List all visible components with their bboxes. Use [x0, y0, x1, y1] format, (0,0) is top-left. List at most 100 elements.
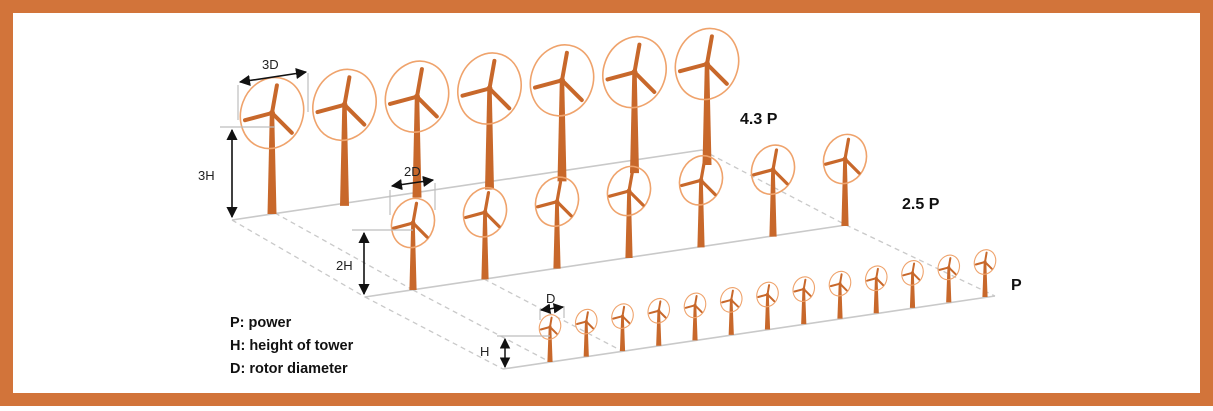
turbine-tower: [412, 96, 422, 198]
turbine-blade: [680, 178, 703, 188]
turbine-blade: [411, 201, 419, 225]
rotor-swept-area: [390, 197, 436, 249]
turbine-blade: [699, 178, 717, 197]
wind-turbine: [534, 176, 580, 269]
wind-turbine: [822, 133, 868, 226]
turbine-hub: [631, 69, 638, 76]
rotor-swept-area: [674, 27, 740, 101]
turbine-tower: [553, 201, 561, 269]
wind-turbine: [602, 35, 667, 174]
turbine-tower: [619, 316, 626, 352]
rotor-swept-area: [384, 60, 450, 133]
turbine-tower: [909, 272, 916, 308]
wind-turbine: [384, 60, 450, 198]
turbine-hub: [947, 265, 951, 270]
turbine-blade: [392, 221, 415, 230]
turbine-blade: [555, 200, 573, 218]
turbine-blade: [464, 210, 487, 220]
rotor-swept-area: [822, 133, 868, 185]
turbine-blade: [771, 148, 779, 172]
turbine-tower: [801, 289, 807, 325]
legend-item-rotor: D: rotor diameter: [230, 361, 348, 377]
spacing-label-2d: 2D: [404, 164, 421, 179]
turbine-hub: [559, 77, 565, 84]
legend-item-power: P: power: [230, 315, 292, 331]
turbine-blade: [605, 70, 637, 82]
rotor-swept-area: [750, 144, 796, 196]
turbine-hub: [874, 276, 878, 280]
turbine-tower: [764, 294, 771, 330]
rotor-swept-area: [312, 68, 377, 142]
turbine-hub: [704, 61, 710, 67]
turbine-tower: [625, 191, 633, 258]
wind-turbine: [937, 254, 961, 303]
turbine-hub: [693, 303, 697, 307]
rotor-swept-area: [457, 52, 522, 125]
turbine-hub: [729, 298, 733, 302]
turbine-blade: [678, 62, 709, 74]
turbine-tower: [873, 278, 879, 314]
turbine-hub: [482, 209, 488, 215]
turbine-tower: [547, 327, 553, 362]
spacing-arrow-3d: [238, 67, 308, 87]
turbine-tower: [630, 72, 639, 174]
turbine-tower: [702, 64, 712, 165]
turbine-blade: [270, 111, 294, 135]
wind-turbine: [864, 265, 888, 314]
height-label-2h: 2H: [336, 258, 353, 273]
ground-line-row-3: [502, 295, 996, 370]
turbine-tower: [841, 159, 849, 226]
wind-turbine: [750, 144, 796, 237]
turbine-blade: [315, 102, 347, 115]
turbine-blade: [536, 200, 559, 209]
wind-turbine: [611, 303, 634, 352]
wind-turbine: [756, 281, 779, 330]
turbine-hub: [410, 220, 416, 226]
spacing-arrow-2d: [390, 175, 435, 191]
turbine-blade: [699, 159, 707, 182]
wind-turbine: [828, 270, 852, 319]
rotor-swept-area: [678, 154, 724, 206]
rotor-swept-area: [606, 165, 652, 217]
turbine-hub: [620, 314, 625, 318]
turbine-blade: [632, 70, 657, 94]
turbine-hub: [838, 282, 842, 286]
rotor-swept-area: [602, 35, 667, 109]
turbine-hub: [548, 325, 552, 329]
turbine-blade: [705, 34, 714, 66]
turbine-blade: [342, 75, 352, 107]
wind-turbine: [674, 27, 740, 165]
turbine-blade: [632, 42, 642, 75]
rotor-swept-area: [462, 186, 508, 238]
height-label-h: H: [480, 344, 489, 359]
row-1-power-label: 4.3 P: [740, 111, 778, 128]
rotor-swept-area: [719, 287, 743, 313]
ground-line-row-2: [364, 224, 847, 298]
turbine-tower: [340, 104, 349, 206]
turbine-tower: [946, 267, 952, 303]
rotor-swept-area: [647, 297, 671, 324]
rotor-swept-area: [683, 292, 707, 319]
rotor-swept-area: [529, 44, 595, 117]
rotor-swept-area: [973, 249, 997, 275]
turbine-blade: [483, 210, 501, 229]
height-label-3h: 3H: [198, 168, 215, 183]
turbine-tower: [267, 113, 277, 214]
turbine-hub: [842, 156, 848, 162]
turbine-blade: [555, 180, 563, 204]
turbine-hub: [910, 271, 915, 275]
turbine-hub: [341, 101, 348, 108]
turbine-blade: [843, 137, 851, 161]
spacing-arrow-d: [539, 303, 565, 314]
spacing-label-d: D: [546, 291, 555, 306]
turbine-hub: [770, 167, 776, 173]
rotor-swept-area: [538, 314, 562, 340]
rotor-swept-area: [828, 270, 852, 297]
wind-turbine: [239, 76, 305, 214]
turbine-blade: [533, 78, 564, 90]
turbine-tower: [656, 310, 662, 346]
turbine-hub: [983, 260, 987, 264]
spacing-label-3d: 3D: [262, 57, 279, 72]
